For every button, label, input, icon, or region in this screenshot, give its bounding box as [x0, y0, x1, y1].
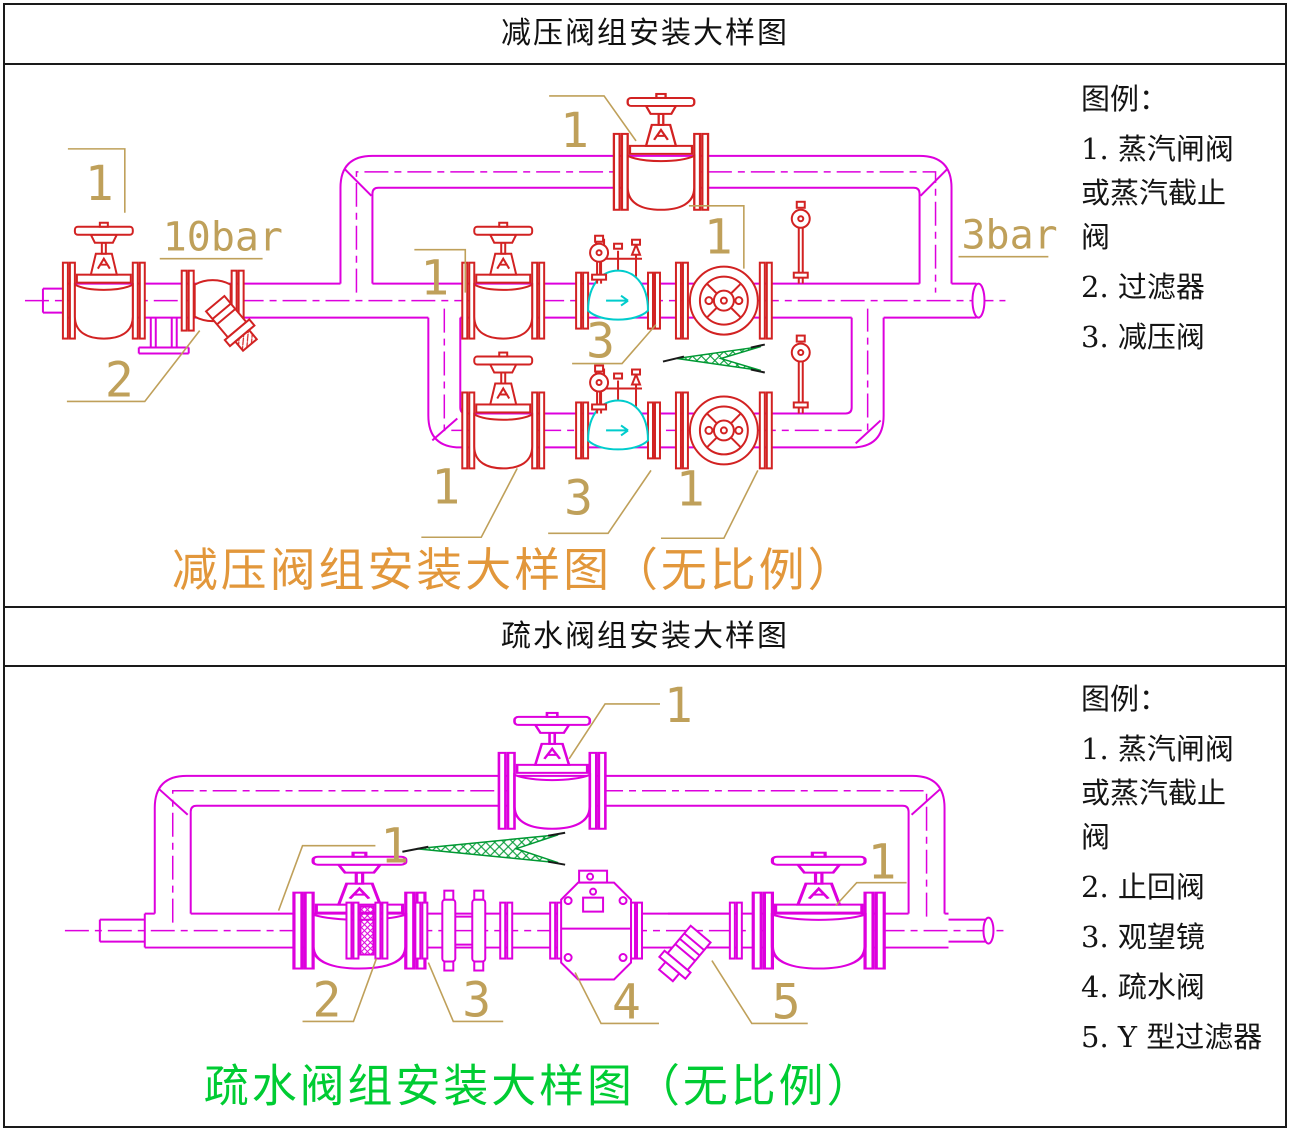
tag-check-valve: 2: [313, 973, 342, 1028]
legend-heading: 图例：: [1081, 82, 1169, 116]
legend-line: 或蒸汽截止: [1081, 176, 1227, 210]
tag-valve: 1: [560, 104, 589, 159]
gauge-icon: [790, 334, 811, 363]
globe-valve-branch-lower: [461, 351, 546, 470]
leader-lines: [66, 95, 1049, 540]
tag-valve: 1: [676, 462, 705, 517]
tag-prv: 3: [564, 471, 593, 526]
tag-valve: 1: [664, 679, 693, 734]
tag-valve: 1: [868, 836, 897, 891]
tag-strainer: 2: [105, 353, 134, 408]
legend-line: 3. 观望镜: [1081, 920, 1205, 954]
panel1-titlebar: 减压阀组安装大样图: [5, 5, 1285, 65]
tag-valve: 1: [704, 211, 733, 266]
sight-glass: [414, 889, 514, 972]
legend-line: 阀: [1081, 220, 1111, 254]
steam-trap: [549, 869, 644, 981]
tag-valve: 1: [85, 157, 114, 212]
tag-valve: 1: [380, 820, 409, 875]
inlet-pressure-label: 10bar: [163, 215, 283, 261]
panel1-legend: 图例： 1. 蒸汽闸阀 或蒸汽截止 阀 2. 过滤器 3. 减压阀: [1081, 77, 1281, 359]
legend-line: 5. Y 型过滤器: [1081, 1020, 1263, 1054]
tag-prv: 3: [586, 315, 615, 370]
pipe-support: [137, 317, 190, 355]
drawing-sheet: 减压阀组安装大样图: [3, 3, 1287, 1128]
legend-line: 3. 减压阀: [1081, 320, 1205, 354]
pressure-gauge-stems: [591, 227, 809, 414]
panel2-legend: 图例： 1. 蒸汽闸阀 或蒸汽截止 阀 2. 止回阀 3. 观望镜 4. 疏水阀…: [1081, 677, 1281, 1059]
globe-valve-bypass: [497, 711, 607, 831]
prv-drawing: 1 1 1 1 2 3 1 3 1 10bar 3bar 减压阀组安装大样图（无…: [24, 92, 1058, 597]
panel1-caption: 减压阀组安装大样图（无比例）: [172, 543, 857, 597]
panel2-caption: 疏水阀组安装大样图（无比例）: [204, 1059, 875, 1112]
panel2-titlebar: 疏水阀组安装大样图: [5, 608, 1285, 667]
globe-valve-branch-upper: [461, 221, 546, 340]
legend-line: 阀: [1081, 820, 1111, 854]
globe-valve-inlet: [61, 221, 146, 340]
check-valve: [345, 901, 389, 960]
prv-panel: 1 1 1 1 2 3 1 3 1 10bar 3bar 减压阀组安装大样图（无…: [5, 65, 1285, 608]
legend-heading: 图例：: [1081, 682, 1169, 716]
tag-valve: 1: [420, 252, 449, 307]
globe-valve-right: [751, 851, 886, 971]
legend-line: 1. 蒸汽闸阀: [1081, 732, 1234, 766]
globe-valve-bypass: [612, 92, 710, 211]
tag-steam-trap: 4: [612, 975, 641, 1030]
trap-drawing: 1 1 1 2 3 4 5 疏水阀组安装大样图（无比例）: [64, 679, 1009, 1112]
gauge-icon: [589, 234, 610, 263]
legend-line: 2. 过滤器: [1081, 270, 1205, 304]
reducing-valve-lower: [575, 368, 661, 460]
panel1-title: 减压阀组安装大样图: [501, 16, 789, 51]
legend-line: 或蒸汽截止: [1081, 776, 1227, 810]
tag-sight-glass: 3: [462, 973, 491, 1028]
legend-line: 4. 疏水阀: [1081, 970, 1205, 1004]
outlet-pressure-label: 3bar: [962, 213, 1058, 259]
flow-arrow-icon: [662, 343, 766, 374]
flow-arrow-icon: [402, 831, 566, 866]
tag-y-strainer: 5: [772, 975, 801, 1030]
y-strainer: [657, 901, 743, 983]
wheel-valve-lower: [674, 391, 773, 470]
gauge-icon: [790, 200, 811, 229]
tag-valve: 1: [431, 460, 460, 515]
legend-line: 1. 蒸汽闸阀: [1081, 132, 1234, 166]
leader-lines: [277, 703, 907, 1025]
legend-line: 2. 止回阀: [1081, 870, 1205, 904]
panel2-title: 疏水阀组安装大样图: [501, 619, 789, 654]
wheel-valve-upper: [674, 261, 773, 340]
y-strainer: [180, 269, 259, 353]
trap-panel: 1 1 1 2 3 4 5 疏水阀组安装大样图（无比例） 图例： 1. 蒸汽闸阀…: [5, 667, 1285, 1126]
